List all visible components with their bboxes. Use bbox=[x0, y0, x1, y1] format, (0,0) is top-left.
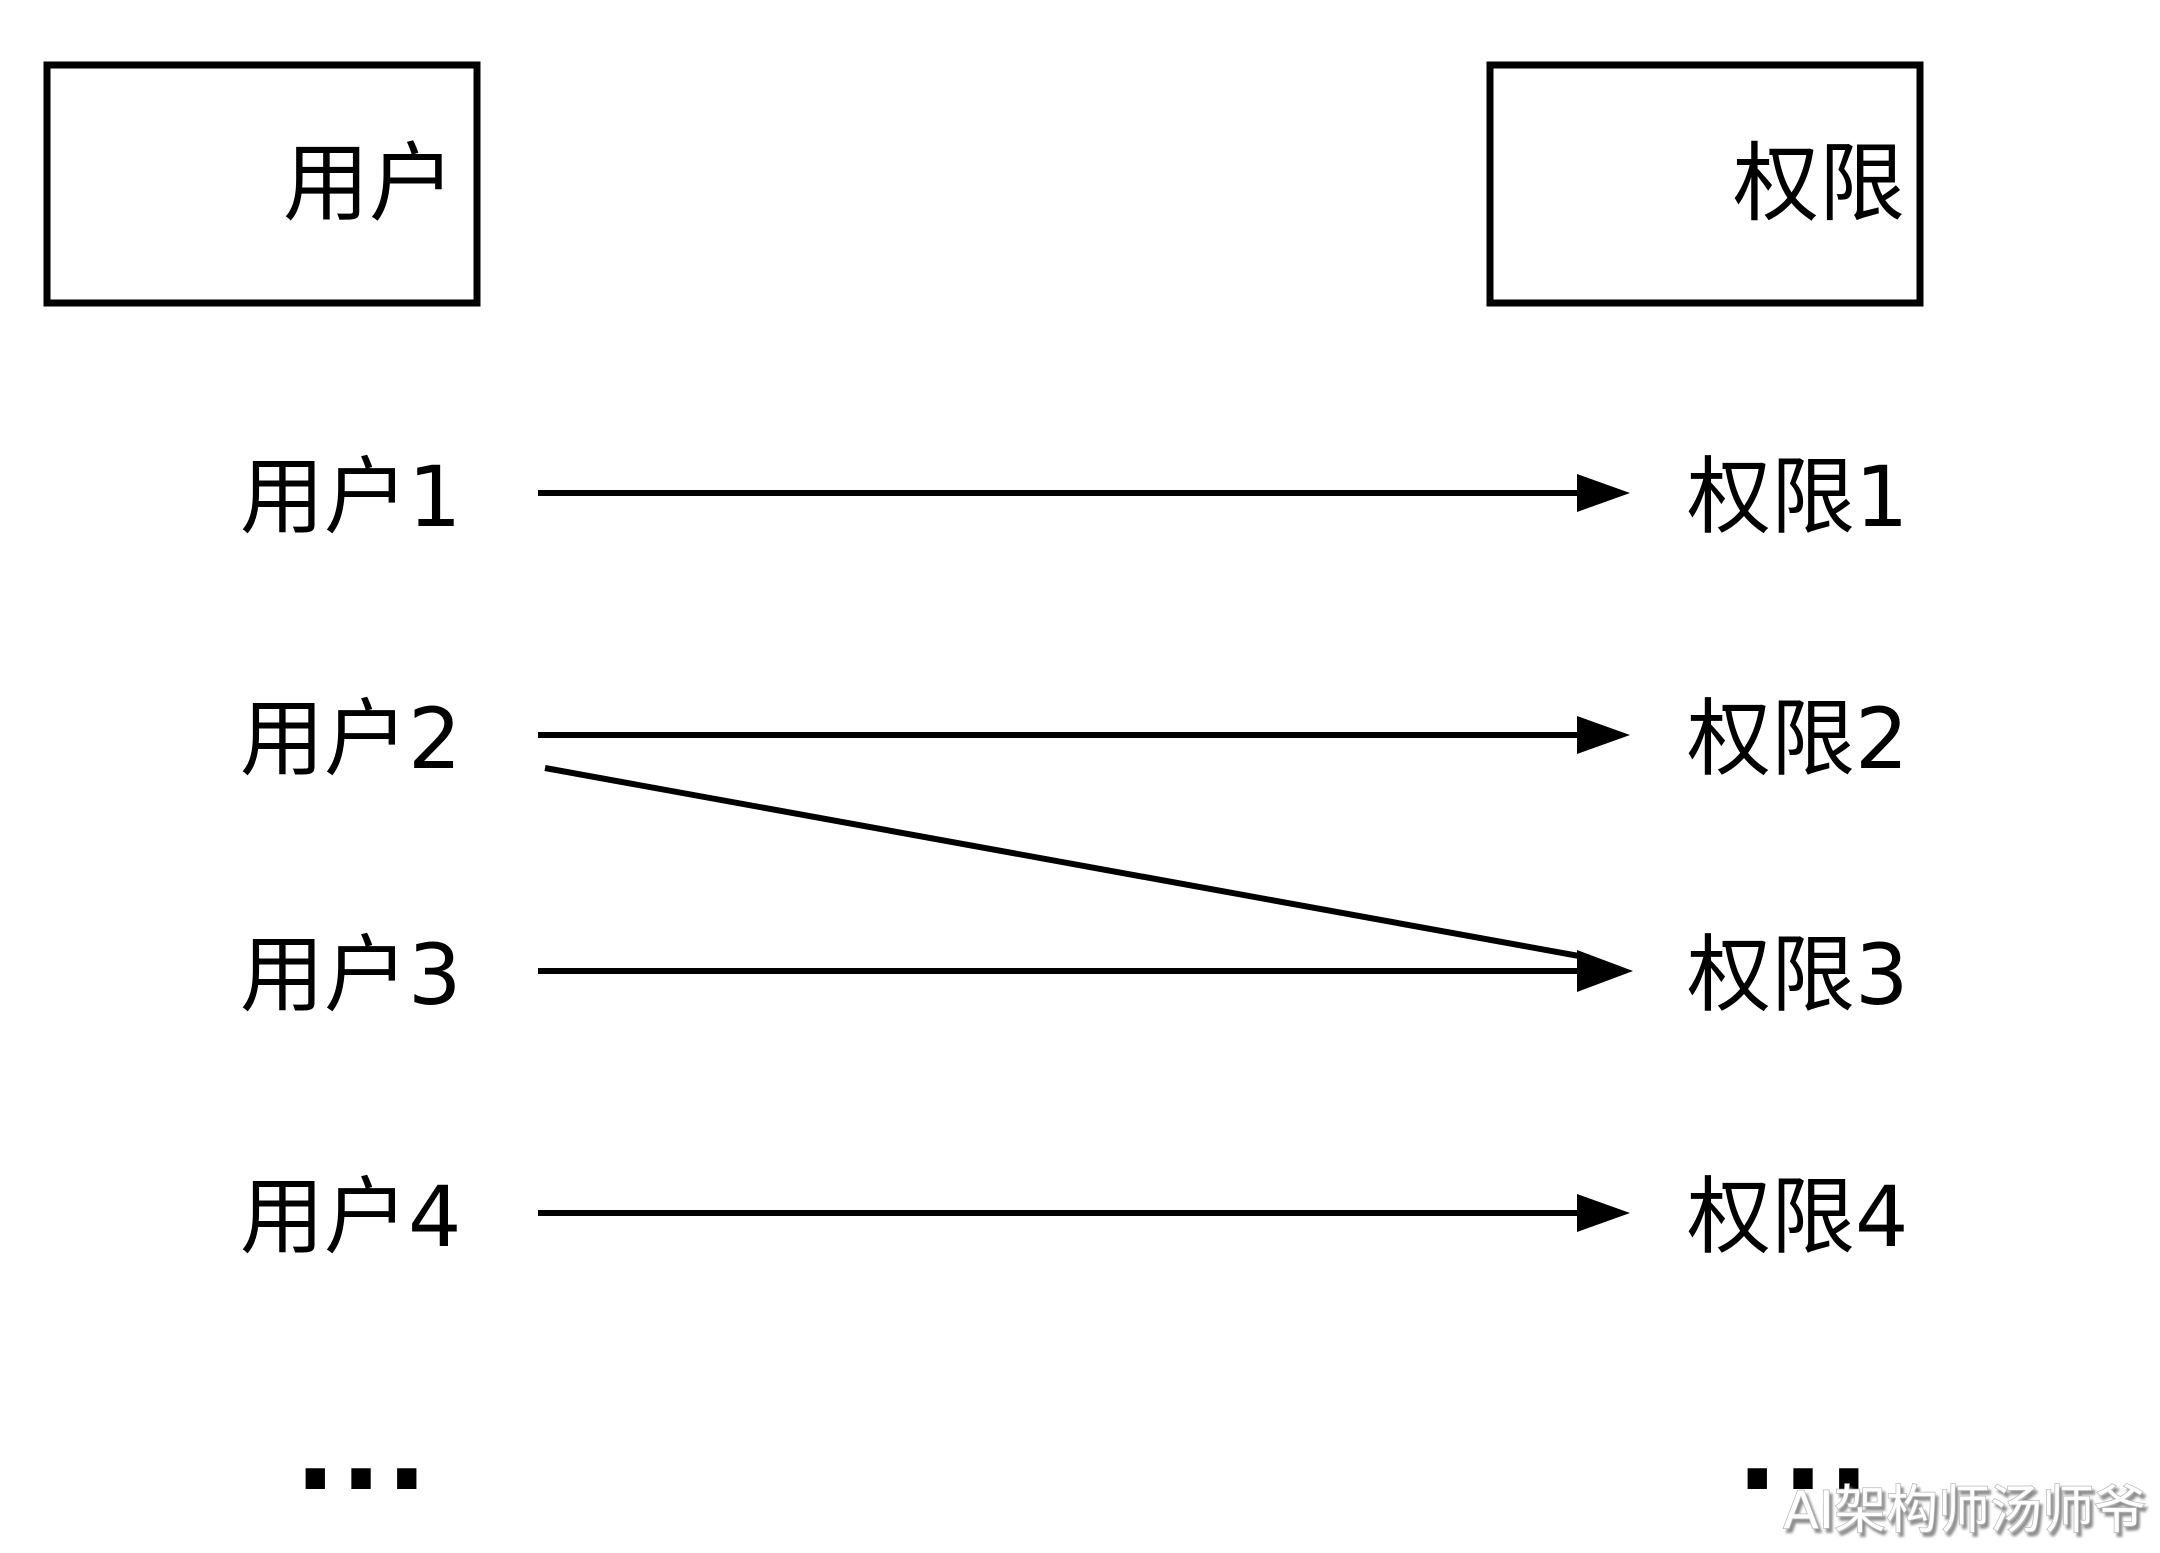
permissions-header-label: 权限 bbox=[1733, 134, 1905, 234]
users-ellipsis: ... bbox=[294, 1387, 431, 1515]
arrowhead-perm1 bbox=[1577, 474, 1630, 512]
user4-label: 用户4 bbox=[240, 1168, 461, 1266]
perm1-label: 权限1 bbox=[1687, 448, 1908, 546]
users-header-label: 用户 bbox=[283, 134, 455, 234]
arrowhead-perm2 bbox=[1577, 716, 1630, 754]
permissions-header-box bbox=[1486, 61, 1924, 307]
users-header-box bbox=[43, 61, 481, 307]
permissions-ellipsis: ... bbox=[1736, 1387, 1873, 1515]
arrowhead-perm4 bbox=[1577, 1194, 1630, 1232]
perm3-label: 权限3 bbox=[1687, 926, 1908, 1024]
perm4-label: 权限4 bbox=[1687, 1168, 1908, 1266]
user1-label: 用户1 bbox=[240, 448, 461, 546]
user2-label: 用户2 bbox=[240, 690, 461, 788]
edge-user2-perm3 bbox=[544, 765, 1591, 961]
arrowhead-perm3 bbox=[1577, 950, 1633, 992]
user3-label: 用户3 bbox=[240, 926, 461, 1024]
watermark-text: AI架构师汤师爷 bbox=[1783, 1481, 2146, 1541]
perm2-label: 权限2 bbox=[1687, 690, 1908, 788]
